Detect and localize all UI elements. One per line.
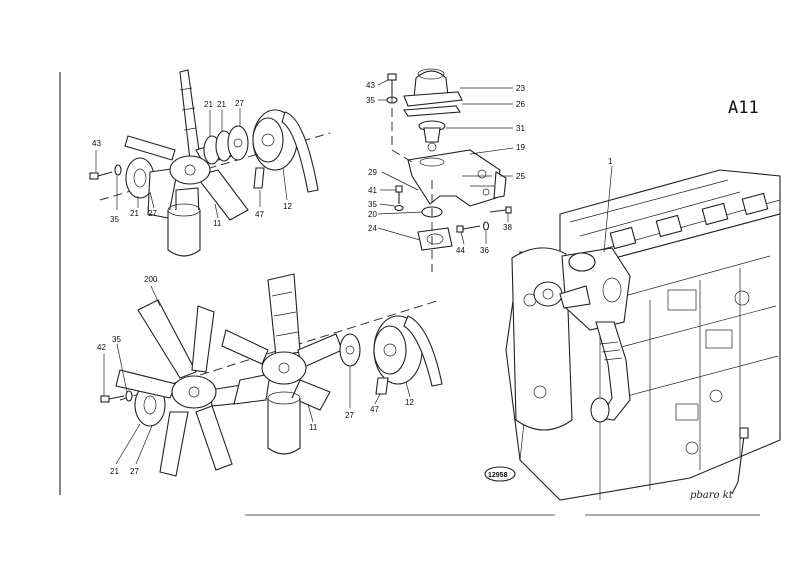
disc-27-lower (339, 333, 361, 367)
gasket-26 (403, 105, 461, 117)
washer-35-upper (114, 164, 122, 176)
lower-fan-assembly: 200 42 35 21 27 11 27 47 12 (97, 273, 443, 477)
stamp-number: 12958 (488, 472, 508, 479)
bolt-44 (456, 225, 464, 233)
bolt-43-top (387, 73, 397, 81)
callout-19: 19 (516, 143, 525, 152)
washer-35-lower (394, 204, 404, 212)
dipstick (731, 435, 745, 495)
callout-44: 44 (456, 246, 465, 255)
callout-41: 41 (368, 186, 377, 195)
washer-35-lower-fan (125, 390, 133, 402)
callout-23: 23 (516, 84, 525, 93)
callout-31: 31 (516, 124, 525, 133)
bolt-42 (100, 395, 110, 403)
callout-35: 35 (110, 215, 119, 224)
fan-200 (115, 299, 251, 477)
callout-27: 27 (130, 467, 139, 476)
bolt-41 (395, 185, 403, 193)
adapter-24 (417, 227, 453, 251)
callout-21: 21 (204, 100, 213, 109)
fan-11-lower (221, 273, 343, 411)
callout-27: 27 (148, 209, 157, 218)
bolt-43-upper (89, 171, 113, 180)
page-frame (59, 72, 760, 516)
callout-21: 21 (217, 100, 226, 109)
callout-21: 21 (110, 467, 119, 476)
signature: pbaro kt (690, 490, 734, 501)
bolt-38 (489, 209, 507, 213)
callout-42: 42 (97, 343, 106, 352)
callout-11: 11 (309, 423, 318, 432)
spacer-tube-upper (167, 203, 201, 257)
callout-43: 43 (92, 139, 101, 148)
callout-27: 27 (235, 99, 244, 108)
callout-43: 43 (366, 81, 375, 90)
callout-11: 11 (213, 219, 222, 228)
callout-20: 20 (368, 210, 377, 219)
coolant-pipe (590, 321, 631, 423)
thermostat-assembly: 43 35 23 26 31 19 25 29 41 35 20 24 44 3… (366, 68, 525, 272)
callout-36: 36 (480, 246, 489, 255)
sheet-code: A11 (728, 98, 759, 118)
belt-47-lower (375, 377, 389, 395)
callout-200: 200 (144, 275, 158, 284)
belt-47-upper (281, 111, 319, 193)
water-pump (533, 247, 631, 331)
callout-38: 38 (503, 223, 512, 232)
spacer-tube-lower (267, 391, 301, 455)
washer-36 (482, 221, 490, 231)
callout-35: 35 (368, 200, 377, 209)
thermostat-housing-19 (407, 149, 501, 207)
drawing-stamp: 12958 (484, 466, 516, 482)
disc-27-upper (227, 125, 249, 161)
callout-47: 47 (255, 210, 264, 219)
callout-47: 47 (370, 405, 379, 414)
pulley-12-lower (373, 315, 423, 385)
callout-24: 24 (368, 224, 377, 233)
callout-1: 1 (608, 157, 613, 166)
callout-35: 35 (112, 335, 121, 344)
callout-21: 21 (130, 209, 139, 218)
callout-12: 12 (283, 202, 292, 211)
callout-29: 29 (368, 168, 377, 177)
callout-12: 12 (405, 398, 414, 407)
belt-12-lower (403, 315, 443, 387)
callout-27: 27 (345, 411, 354, 420)
outlet-elbow-23 (403, 68, 463, 107)
callout-25: 25 (516, 172, 525, 181)
callout-35: 35 (366, 96, 375, 105)
engine-block: 1 (505, 157, 781, 501)
callout-26: 26 (516, 100, 525, 109)
upper-fan-assembly: 43 35 21 27 21 21 27 11 47 12 (89, 69, 331, 257)
thermostat-31 (418, 120, 446, 152)
